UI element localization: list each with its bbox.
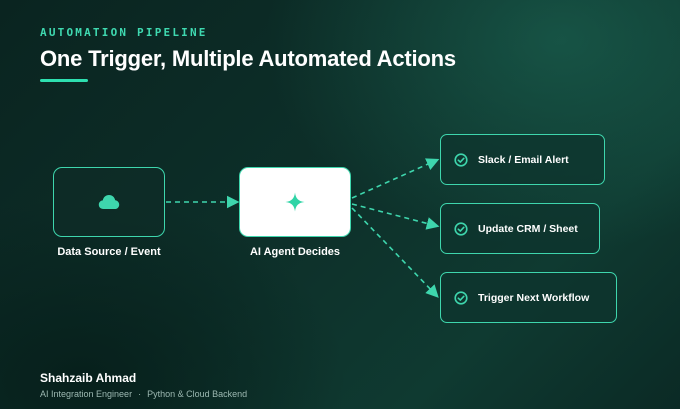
action-label: Slack / Email Alert	[478, 153, 569, 166]
author-name: Shahzaib Ahmad	[40, 371, 137, 385]
cloud-icon	[98, 195, 120, 209]
action-label: Trigger Next Workflow	[478, 291, 590, 304]
action-label: Update CRM / Sheet	[478, 222, 578, 235]
check-circle-icon	[454, 152, 468, 167]
arrow-agent-to-action-2	[351, 207, 439, 298]
sparkle-icon	[285, 192, 305, 212]
section-kicker: AUTOMATION PIPELINE	[40, 26, 208, 39]
ai-agent-label: AI Agent Decides	[249, 246, 341, 258]
action-trigger-workflow: Trigger Next Workflow	[440, 272, 617, 323]
author-role: AI Integration Engineer	[40, 389, 133, 399]
author-specialty: Python & Cloud Backend	[147, 389, 248, 399]
author-role-line: AI Integration Engineer · Python & Cloud B…	[40, 389, 247, 399]
slide-title: One Trigger, Multiple Automated Actions	[40, 46, 456, 71]
arrow-agent-to-action-1	[351, 203, 440, 230]
check-circle-icon	[454, 290, 468, 305]
data-source-node	[53, 167, 165, 237]
arrow-agent-to-action-0	[351, 158, 440, 199]
role-separator: ·	[138, 389, 142, 399]
check-circle-icon	[454, 221, 468, 236]
ai-agent-node	[239, 167, 351, 237]
action-update-crm: Update CRM / Sheet	[440, 203, 600, 254]
data-source-label: Data Source / Event	[57, 246, 161, 258]
action-slack-email: Slack / Email Alert	[440, 134, 605, 185]
title-underline	[40, 79, 88, 82]
